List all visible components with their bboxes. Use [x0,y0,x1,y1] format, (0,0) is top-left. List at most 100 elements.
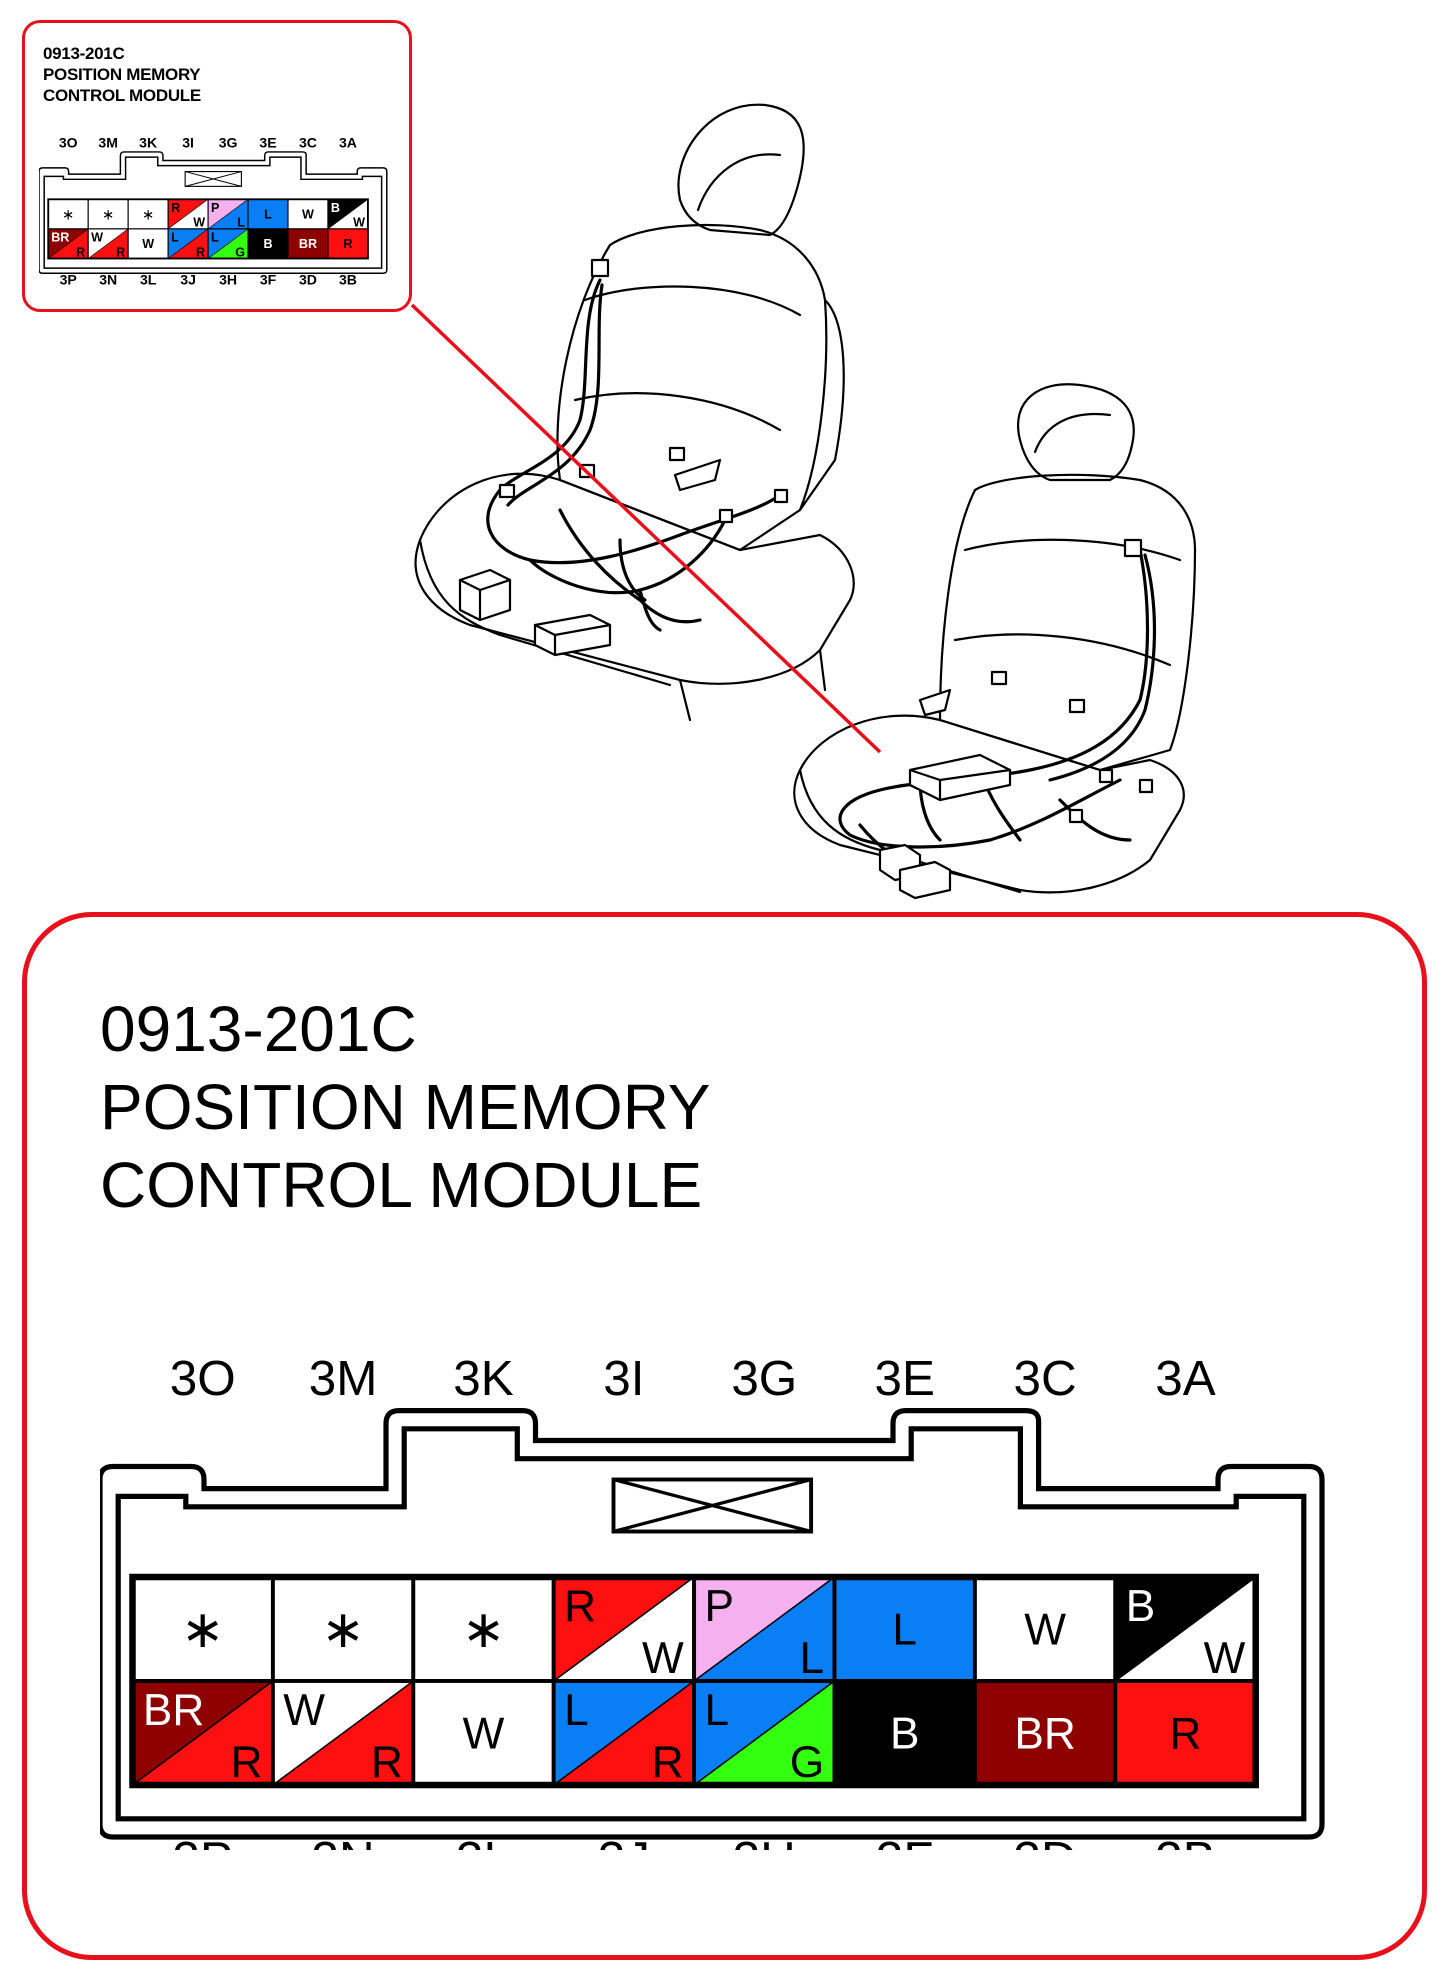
small-callout-title: 0913-201C POSITION MEMORY CONTROL MODULE [43,43,201,106]
large-wire-color: L [892,1606,917,1655]
small-pin-label-top: 3O [59,135,78,151]
small-pin-label-bottom: 3F [260,271,277,287]
large-pin-cell-3m: ∗ [270,1575,416,1683]
large-pin-cell-3b: R [1113,1679,1258,1787]
small-wire-color: B [263,237,272,251]
small-pin-cell-3m: ∗ [87,198,129,230]
small-pin-label-bottom: 3L [140,271,157,287]
large-unused-pin-mark: ∗ [321,1600,365,1660]
large-pin-label-top: 3M [309,1351,378,1406]
small-pin-cell-3n: WR [87,228,129,259]
small-wire-color-secondary: R [116,245,125,259]
small-wire-color-secondary: W [353,216,365,230]
title-line2: CONTROL MODULE [100,1149,703,1221]
large-pin-label-bottom: 3H [733,1832,796,1850]
small-wire-color-secondary: L [237,216,245,230]
large-pin-cell-3i: RW [551,1575,697,1683]
large-pin-label-top: 3A [1155,1351,1215,1406]
small-pin-cell-3i: RW [167,198,209,230]
seat-harness-illustration [380,80,1240,905]
small-pin-label-bottom: 3J [180,271,196,287]
large-pin-label-top: 3O [170,1351,236,1406]
large-wire-color-secondary: W [642,1634,684,1683]
large-pin-cell-3d: BR [972,1679,1118,1787]
small-pin-label-bottom: 3P [60,271,77,287]
large-pin-label-bottom: 3J [598,1832,650,1850]
large-wire-color: W [463,1710,505,1759]
small-wire-color-primary: L [211,230,219,244]
small-pin-cell-3c: W [287,198,329,230]
left-seat-headrest [677,103,805,237]
large-wire-color-primary: W [283,1686,325,1735]
small-wire-color-primary: P [211,201,219,215]
large-wire-color-primary: P [705,1582,734,1631]
large-pin-label-bottom: 3P [172,1832,232,1850]
large-wire-color-secondary: R [371,1738,403,1787]
large-pin-cell-3l: W [411,1679,556,1787]
large-pin-label-bottom: 3B [1155,1832,1215,1850]
large-wire-color-primary: R [564,1582,596,1631]
small-wire-color-secondary: W [193,216,205,230]
small-pin-label-top: 3M [98,135,118,151]
small-pin-label-top: 3E [259,135,276,151]
small-pin-label-bottom: 3D [299,271,317,287]
large-pin-cell-3g: PL [692,1575,837,1683]
large-connector-face: 3O3M3K3I3G3E3C3A3P3N3L3J3H3F3D3B∗∗∗RWPLL… [97,1330,1360,1887]
small-wire-color-primary: W [91,230,103,244]
small-wire-color: W [142,237,154,251]
large-pin-cell-3o: ∗ [130,1575,275,1683]
small-housing-inner [43,156,383,269]
small-pin-label-top: 3A [339,135,357,151]
small-title-line1: POSITION MEMORY [43,65,201,84]
small-connector-callout: 0913-201C POSITION MEMORY CONTROL MODULE… [22,20,412,312]
large-wire-color: B [890,1710,919,1759]
small-title-line2: CONTROL MODULE [43,86,201,105]
small-pin-cell-3o: ∗ [47,198,89,230]
small-pin-cell-3k: ∗ [127,198,169,230]
large-wire-color-primary: B [1126,1582,1155,1631]
large-housing-outer [97,1408,1325,1840]
large-wire-color-secondary: R [652,1738,684,1787]
large-wire-color: BR [1014,1710,1075,1759]
small-wire-color-secondary: R [196,245,205,259]
small-pin-label-top: 3I [182,135,194,151]
small-wire-color: R [343,237,352,251]
large-wire-color-secondary: W [1204,1634,1246,1683]
large-pin-cell-3h: LG [692,1679,837,1787]
small-housing-outer [38,151,388,275]
small-pin-label-top: 3K [139,135,158,151]
small-wire-color-primary: BR [51,230,69,244]
small-pin-cell-3d: BR [287,228,329,260]
large-pin-label-top: 3G [731,1351,797,1406]
small-pin-label-bottom: 3B [339,271,357,287]
small-pin-cell-3b: R [327,228,369,260]
small-pin-cell-3a: BW [327,198,369,230]
large-pin-label-bottom: 3L [456,1832,511,1850]
seat-illustration-svg [414,103,1197,900]
small-wire-color: W [302,208,314,222]
small-part-number: 0913-201C [43,44,125,63]
large-wire-color-primary: L [564,1686,589,1735]
large-pin-cell-3a: BW [1113,1575,1258,1683]
small-wire-color-primary: L [171,230,179,244]
large-connector-svg: 3O3M3K3I3G3E3C3A3P3N3L3J3H3F3D3B∗∗∗RWPLL… [97,1351,1325,1887]
large-pin-cell-3n: WR [270,1679,416,1787]
small-pin-cell-3f: B [247,228,289,260]
large-pin-cell-3j: LR [551,1679,697,1787]
small-unused-pin-mark: ∗ [142,206,154,223]
small-unused-pin-mark: ∗ [102,206,114,223]
title-line1: POSITION MEMORY [100,1071,711,1143]
small-pin-label-top: 3C [299,135,317,151]
small-unused-pin-mark: ∗ [62,206,74,223]
large-unused-pin-mark: ∗ [181,1600,225,1660]
large-pin-label-top: 3E [874,1351,934,1406]
large-wire-color-primary: BR [143,1686,204,1735]
large-pin-label-top: 3I [603,1351,644,1406]
large-pin-label-bottom: 3D [1014,1832,1077,1850]
small-pin-label-top: 3G [219,135,238,151]
large-pin-label-bottom: 3F [876,1832,934,1850]
large-unused-pin-mark: ∗ [462,1600,506,1660]
small-wire-color: L [264,208,272,222]
small-pin-cell-3p: BRR [47,228,89,259]
